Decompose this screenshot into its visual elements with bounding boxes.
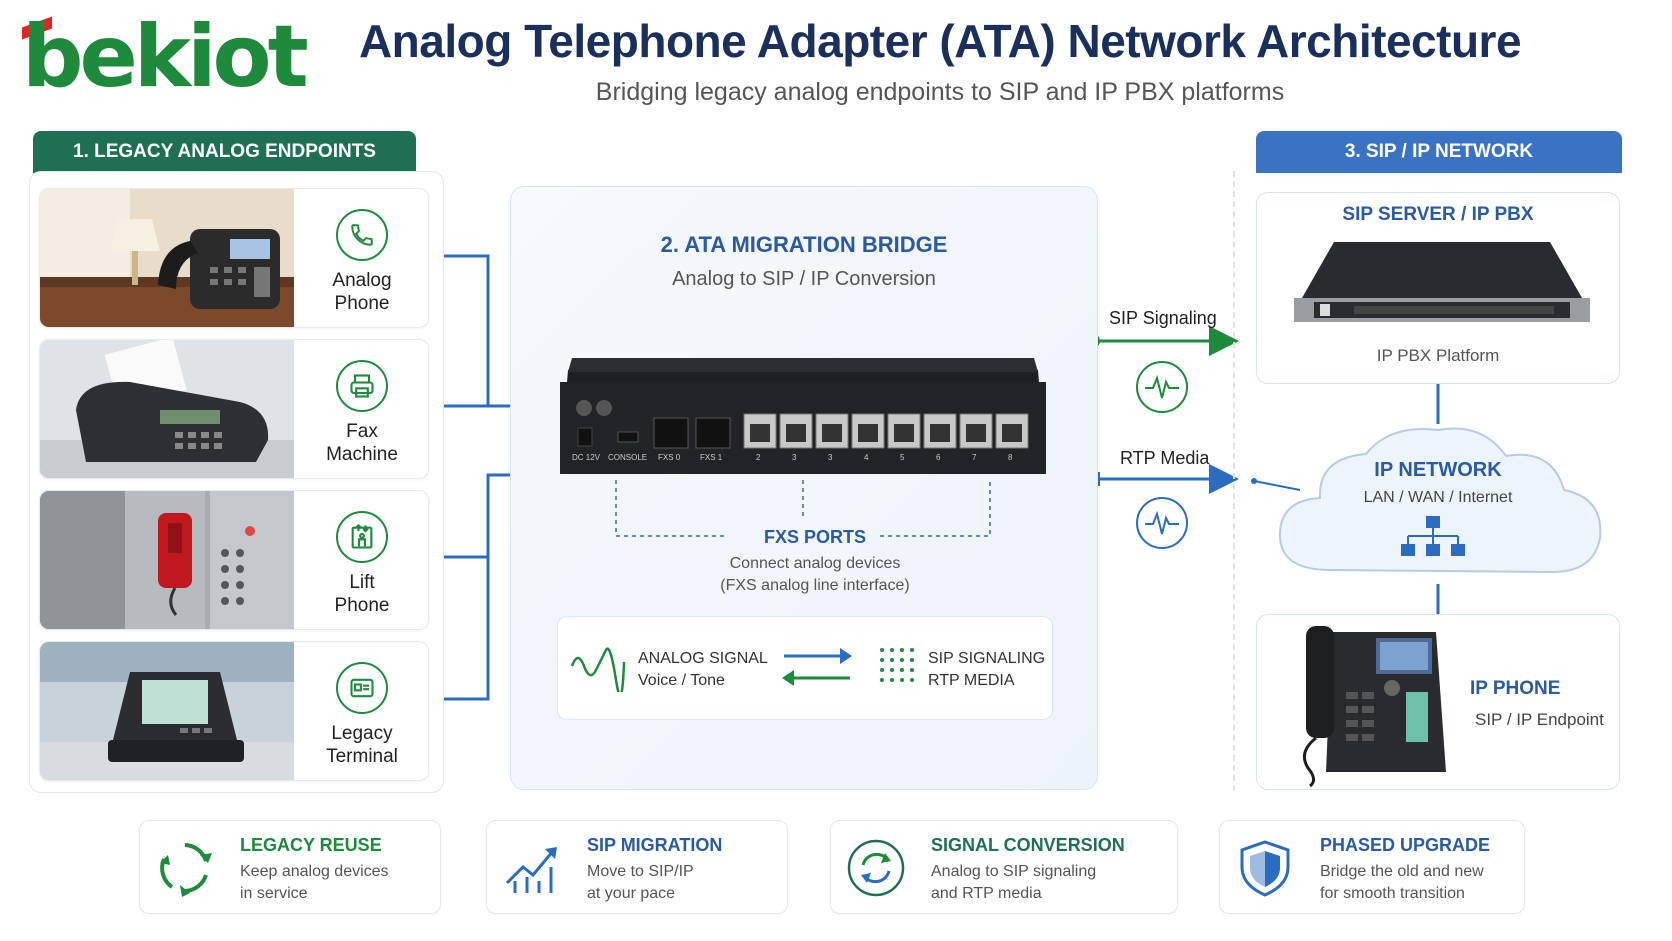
elevator-phone-image — [40, 491, 294, 629]
lift-phone-photo — [40, 491, 294, 629]
shield-icon — [1240, 840, 1290, 897]
benefit-description: Keep analog devices in service — [240, 863, 389, 902]
benefit-card-signal-conversion: SIGNAL CONVERSION Analog to SIP signalin… — [830, 820, 1178, 914]
elevator-icon — [336, 511, 388, 563]
benefit-description: Move to SIP/IP at your pace — [587, 863, 694, 902]
ip-phone-image — [1302, 626, 1446, 788]
benefit-title: SIGNAL CONVERSION — [931, 835, 1125, 855]
power-port-label: DC 12V — [572, 453, 601, 462]
port-label: 7 — [972, 453, 977, 462]
page-title: Analog Telephone Adapter (ATA) Network A… — [358, 15, 1522, 67]
rtp-media-flow-label: RTP Media — [1120, 448, 1210, 468]
voice-tone-label: Voice / Tone — [638, 672, 725, 689]
logo-text: bekiot — [22, 7, 309, 107]
sip-signaling-flow-label: SIP Signaling — [1109, 308, 1217, 328]
phone-icon — [336, 209, 388, 261]
rack-server-image — [1294, 242, 1590, 322]
endpoint-card-lift-phone: Lift Phone — [39, 490, 429, 630]
rtp-media-label: RTP MEDIA — [928, 672, 1015, 689]
port-label: 3 — [828, 453, 833, 462]
ata-device: DC 12V CONSOLE FXS 0 FXS 1 2 3 3 4 5 6 7… — [560, 358, 1046, 474]
port-label: 6 — [936, 453, 941, 462]
endpoint-label: Legacy Terminal — [326, 723, 398, 767]
port-label: 2 — [756, 453, 761, 462]
terminal-icon — [336, 662, 388, 714]
digital-dots-icon — [880, 648, 914, 682]
endpoint-label: Fax Machine — [326, 421, 398, 465]
port-label: 5 — [900, 453, 905, 462]
fax-icon — [336, 360, 388, 412]
analog-phone-photo — [40, 189, 294, 327]
payment-terminal-image — [40, 642, 294, 780]
hotel-desk-phone-image — [40, 189, 294, 327]
endpoint-card-fax: Fax Machine — [39, 339, 429, 479]
sip-signaling-label: SIP SIGNALING — [928, 650, 1046, 667]
benefit-title: LEGACY REUSE — [240, 835, 382, 855]
fxs1-port-label: FXS 1 — [700, 453, 723, 462]
fxs-ports-bracket — [615, 480, 991, 537]
ip-phone-title: IP PHONE — [1470, 678, 1561, 699]
endpoint-label: Lift Phone — [334, 572, 390, 616]
bidirectional-arrows-icon — [782, 648, 852, 686]
sip-signal-wave-icon — [1136, 361, 1188, 413]
ip-network-subtitle: LAN / WAN / Internet — [1363, 489, 1513, 506]
benefit-card-sip-migration: SIP MIGRATION Move to SIP/IP at your pac… — [486, 820, 788, 914]
company-logo: bekiot — [22, 8, 309, 108]
fax-photo — [40, 340, 294, 478]
ip-pbx-platform-label: IP PBX Platform — [1376, 346, 1500, 365]
endpoint-card-legacy-terminal: Legacy Terminal — [39, 641, 429, 781]
bridge-title: 2. ATA MIGRATION BRIDGE — [660, 232, 948, 257]
network-topology-icon — [1401, 516, 1465, 556]
benefit-description: Bridge the old and new for smooth transi… — [1320, 863, 1484, 902]
port-label: 8 — [1008, 453, 1013, 462]
terminal-photo — [40, 642, 294, 780]
analog-signal-label: ANALOG SIGNAL — [638, 650, 768, 667]
network-section-divider — [1233, 171, 1235, 791]
analog-wave-icon — [570, 647, 626, 692]
port-label: 3 — [792, 453, 797, 462]
port-label: 4 — [864, 453, 869, 462]
fxs0-port-label: FXS 0 — [658, 453, 681, 462]
benefit-card-legacy-reuse: LEGACY REUSE Keep analog devices in serv… — [139, 820, 441, 914]
recycle-arrows-icon — [160, 843, 212, 897]
fxs-ports-title: FXS PORTS — [763, 527, 866, 547]
benefit-title: SIP MIGRATION — [587, 835, 723, 855]
legacy-section-header: 1. LEGACY ANALOG ENDPOINTS — [33, 131, 416, 173]
sync-circle-icon — [847, 839, 905, 897]
endpoint-card-analog-phone: Analog Phone — [39, 188, 429, 328]
benefit-title: PHASED UPGRADE — [1320, 835, 1491, 855]
benefit-card-phased-upgrade: PHASED UPGRADE Bridge the old and new fo… — [1219, 820, 1525, 914]
sip-server-title: SIP SERVER / IP PBX — [1342, 204, 1534, 225]
network-section-header: 3. SIP / IP NETWORK — [1256, 131, 1622, 173]
fax-machine-image — [40, 340, 294, 478]
ip-phone-subtitle: SIP / IP Endpoint — [1475, 710, 1604, 729]
rtp-media-wave-icon — [1136, 497, 1188, 549]
signal-conversion-box — [557, 616, 1053, 720]
ip-network-cloud — [1278, 427, 1602, 574]
page-subtitle: Bridging legacy analog endpoints to SIP … — [595, 78, 1285, 106]
ip-network-title: IP NETWORK — [1374, 459, 1502, 481]
console-port-label: CONSOLE — [608, 453, 647, 462]
benefit-description: Analog to SIP signaling and RTP media — [931, 863, 1097, 902]
fxs-ports-description: Connect analog devices (FXS analog line … — [720, 555, 910, 594]
bridge-subtitle: Analog to SIP / IP Conversion — [672, 268, 936, 290]
endpoint-label: Analog Phone — [332, 270, 392, 314]
growth-chart-icon — [505, 847, 557, 893]
